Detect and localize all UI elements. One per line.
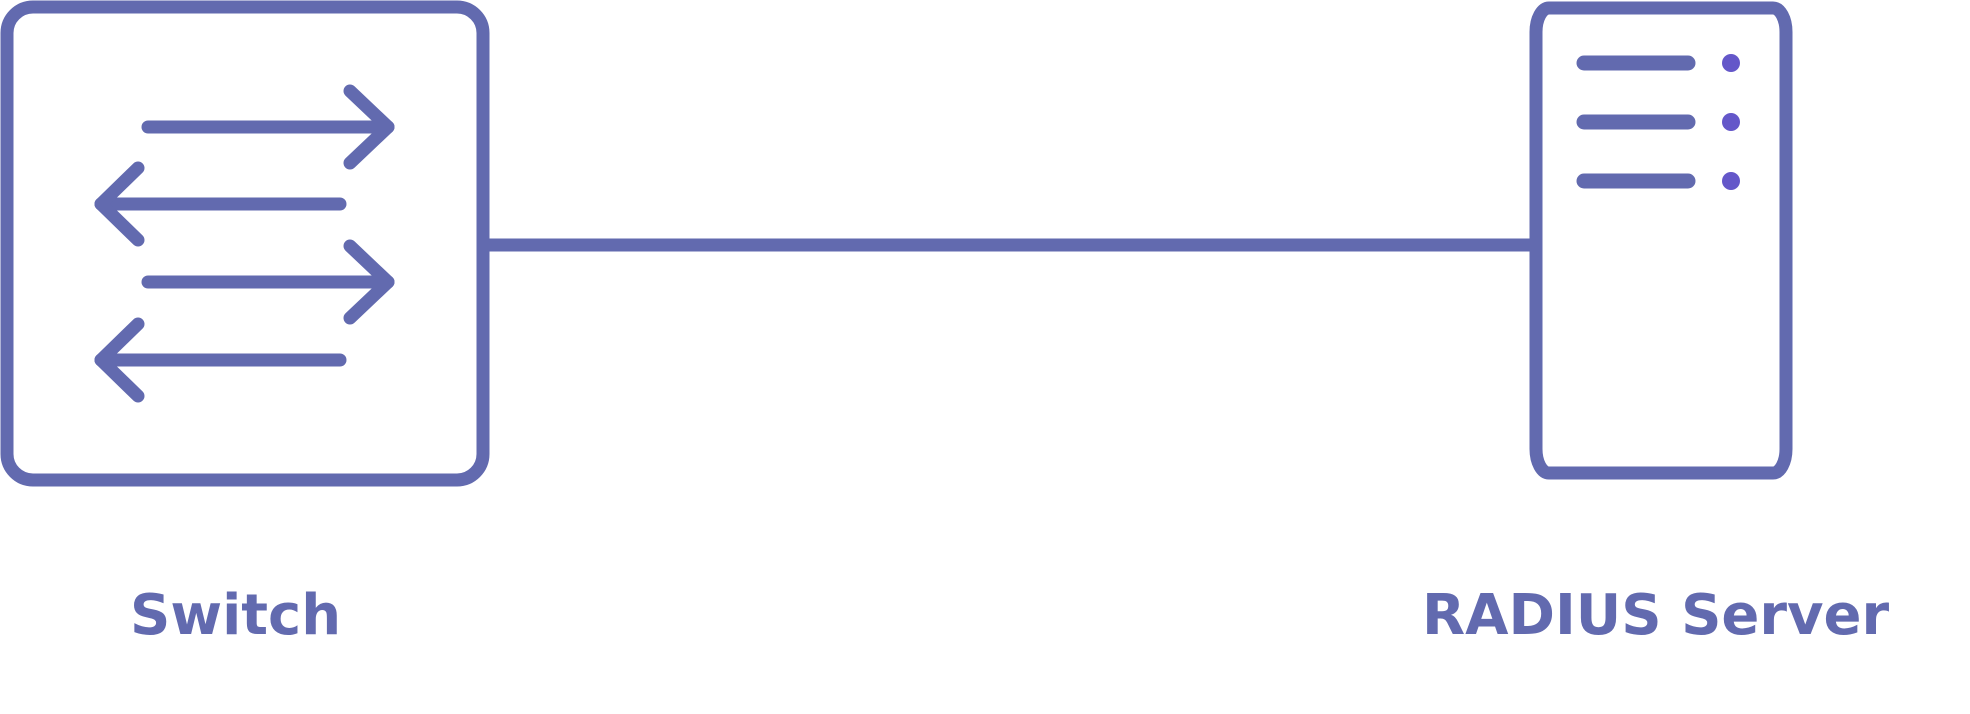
arrow-right-icon: [141, 84, 395, 170]
arrow-left-icon: [94, 317, 347, 403]
radius-server-node: [1529, 1, 1793, 480]
server-led-icon: [1722, 172, 1740, 190]
server-slots: [1576, 55, 1696, 189]
server-icon: [1529, 1, 1793, 480]
server-led-icon: [1722, 113, 1740, 131]
network-switch-icon: [94, 84, 395, 403]
switch-box: [0, 0, 490, 487]
server-leds: [1722, 54, 1740, 190]
switch-label: Switch: [130, 583, 342, 648]
switch-node: [0, 0, 490, 487]
server-body: [1529, 1, 1793, 480]
arrow-left-icon: [94, 161, 347, 247]
arrow-right-icon: [141, 239, 395, 325]
server-led-icon: [1722, 54, 1740, 72]
radius-server-label: RADIUS Server: [1422, 583, 1890, 648]
